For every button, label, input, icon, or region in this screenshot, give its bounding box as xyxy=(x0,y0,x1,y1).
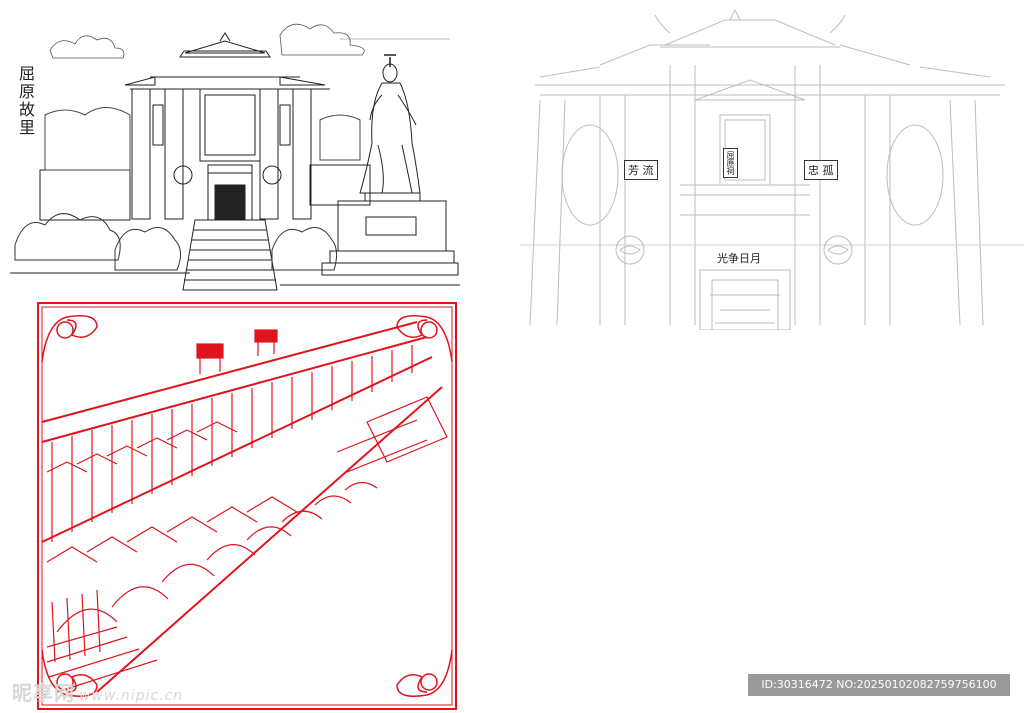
watermark-site-name: 昵享网 xyxy=(12,681,75,705)
archway-line-drawing xyxy=(520,8,1024,330)
watermark-url: www.nipic.cn xyxy=(79,688,184,704)
plaque-bottom: 光争日月 xyxy=(717,252,761,265)
archway-illustration: 忠 孤 芳 流 屈原祠 光争日月 xyxy=(520,5,1024,330)
sketch-title: 屈原故里 xyxy=(16,65,35,137)
gate-sketch-drawing xyxy=(10,23,460,291)
dam-papercut xyxy=(37,302,457,710)
dam-papercut-drawing xyxy=(37,302,457,710)
image-id-badge: ID:30316472 NO:20250102082759756100 xyxy=(748,674,1010,696)
plaque-center: 屈原祠 xyxy=(723,148,738,178)
corner-ornament xyxy=(41,315,453,697)
sketch-illustration: 屈原故里 xyxy=(10,5,460,295)
plaque-right: 忠 孤 xyxy=(804,160,838,180)
plaque-left: 芳 流 xyxy=(624,160,658,180)
